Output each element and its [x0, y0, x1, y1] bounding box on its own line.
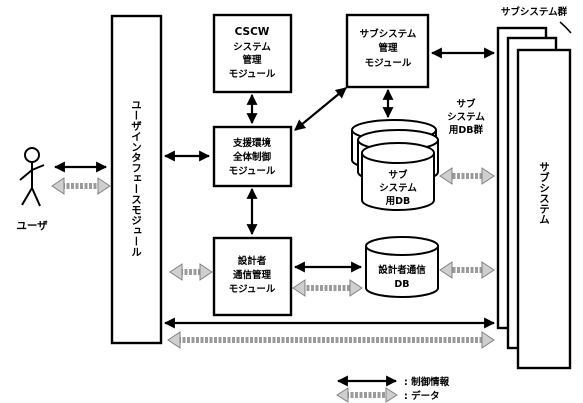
designer-db-cylinder	[365, 236, 439, 298]
svg-text:設計者通信: 設計者通信	[378, 264, 426, 276]
env-control-box	[212, 125, 293, 188]
svg-text:支援環境: 支援環境	[232, 137, 272, 149]
user-figure-icon	[19, 147, 45, 207]
svg-text:管理: 管理	[378, 42, 398, 54]
svg-text:サブ: サブ	[456, 98, 476, 110]
svg-text:全体制御: 全体制御	[232, 151, 272, 163]
svg-text:用DB: 用DB	[385, 196, 411, 207]
data-arrows	[51, 167, 495, 349]
svg-text:設計者: 設計者	[238, 255, 267, 267]
legend-control-label: : 制御情報	[404, 376, 450, 388]
user-label: ユーザ	[16, 220, 48, 232]
group-brace-icon	[559, 21, 572, 34]
svg-text:用DB群: 用DB群	[448, 124, 484, 136]
designer-comm-label: 設計者 通信管理 モジュール	[229, 255, 276, 295]
subsystem-label: サブシステム	[538, 162, 550, 225]
svg-text:DB: DB	[394, 279, 409, 290]
svg-text:CSCW: CSCW	[235, 26, 270, 38]
legend: : 制御情報 : データ	[336, 375, 450, 403]
subsystem-group-label: サブシステム群	[501, 6, 568, 18]
subsys-db-label: サブ システム 用DB	[379, 169, 417, 207]
svg-text:モジュール: モジュール	[365, 58, 412, 69]
ui-module-box	[110, 14, 163, 345]
svg-text:サブ: サブ	[388, 169, 408, 181]
subsys-db-cylinders	[351, 119, 439, 211]
svg-text:モジュール: モジュール	[229, 284, 276, 295]
env-control-label: 支援環境 全体制御 モジュール	[229, 137, 276, 177]
subsys-mgmt-label: サブシステム 管理 モジュール	[360, 28, 417, 69]
svg-text:モジュール: モジュール	[229, 69, 276, 80]
svg-text:システム: システム	[447, 112, 485, 123]
svg-text:サブシステム: サブシステム	[360, 28, 417, 40]
svg-text:システム: システム	[233, 42, 271, 53]
subsys-mgmt-box	[345, 13, 430, 89]
subsystem-stack	[496, 26, 572, 370]
svg-text:管理: 管理	[242, 54, 262, 66]
svg-text:システム: システム	[379, 183, 417, 194]
svg-text:モジュール: モジュール	[229, 166, 276, 177]
legend-data-label: : データ	[404, 390, 440, 402]
ui-module-label: ユーザインタフェースモジュール	[130, 99, 142, 257]
svg-text:通信管理: 通信管理	[233, 269, 272, 281]
cscw-module-box	[212, 13, 293, 94]
designer-db-label: 設計者通信 DB	[378, 264, 426, 290]
subsys-db-group-label: サブ システム 用DB群	[447, 98, 485, 136]
cscw-module-label: CSCW システム 管理 モジュール	[229, 26, 276, 80]
designer-comm-box	[212, 236, 293, 317]
control-arrows	[53, 47, 496, 329]
